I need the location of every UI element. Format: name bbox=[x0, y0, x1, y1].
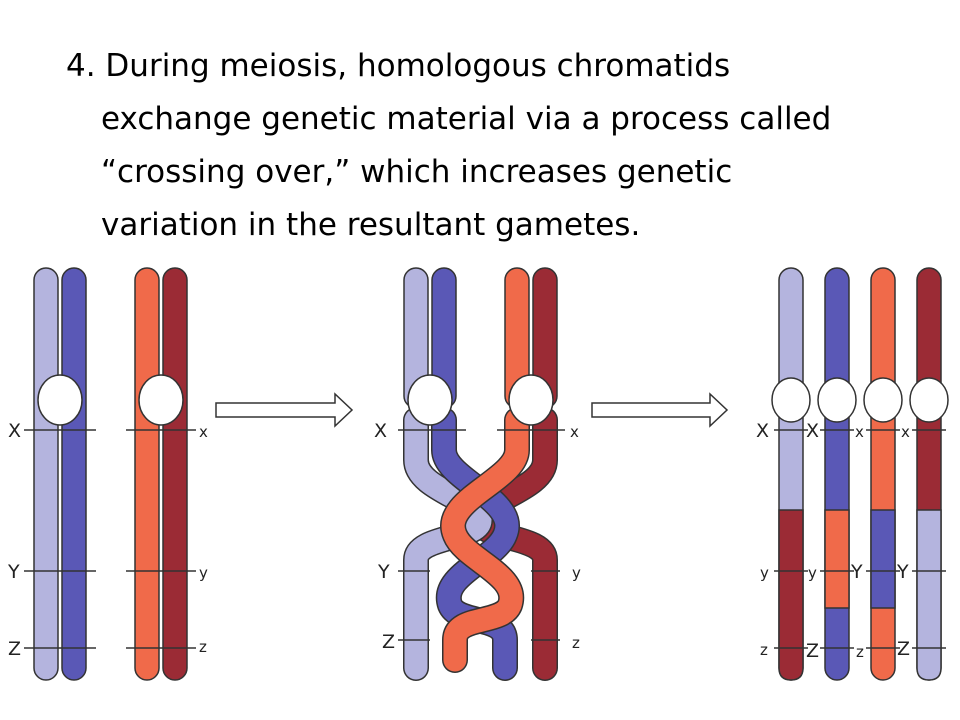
right-arrow-icon bbox=[591, 392, 729, 428]
centromere bbox=[508, 374, 554, 426]
chromatid-dark-red bbox=[162, 267, 188, 681]
text-line-3: “crossing over,” which increases genetic bbox=[101, 154, 733, 190]
gamete-chromatid-3 bbox=[870, 267, 896, 681]
right-arrow-icon bbox=[215, 392, 354, 428]
stage-before-crossing: X Y Z x y z bbox=[7, 267, 208, 681]
gene-loci-lines bbox=[24, 429, 196, 649]
centromere bbox=[863, 377, 903, 423]
centromere bbox=[407, 374, 453, 426]
label-y: y bbox=[572, 564, 581, 582]
text-line-1: 4. During meiosis, homologous chromatids bbox=[66, 48, 731, 84]
label-x: x bbox=[901, 423, 910, 441]
gamete-chromatid-2 bbox=[824, 267, 850, 681]
label-z: z bbox=[199, 638, 207, 656]
gamete-chromatid-1 bbox=[778, 267, 804, 681]
gamete-chromatid-4 bbox=[916, 267, 942, 681]
chromatid-orange bbox=[134, 267, 160, 681]
gene-loci-lines bbox=[774, 429, 946, 649]
centromere bbox=[37, 374, 83, 426]
label-y: y bbox=[199, 564, 208, 582]
label-Y: Y bbox=[7, 561, 20, 583]
centromere bbox=[138, 374, 184, 426]
slide-text: 4. During meiosis, homologous chromatids… bbox=[66, 40, 946, 252]
label-Z: Z bbox=[8, 638, 21, 660]
label-x: x bbox=[199, 423, 208, 441]
label-Y: Y bbox=[850, 561, 863, 583]
label-y: y bbox=[760, 564, 769, 582]
centromere bbox=[909, 377, 949, 423]
label-Y: Y bbox=[377, 561, 390, 583]
label-Y: Y bbox=[896, 561, 909, 583]
label-z: z bbox=[572, 634, 580, 652]
label-x: x bbox=[855, 423, 864, 441]
text-line-2: exchange genetic material via a process … bbox=[101, 101, 832, 137]
label-Z: Z bbox=[382, 631, 395, 653]
chromatid-light-blue bbox=[33, 267, 59, 681]
label-x: x bbox=[570, 423, 579, 441]
label-Z: Z bbox=[897, 638, 910, 660]
label-X: X bbox=[756, 420, 769, 442]
centromere bbox=[817, 377, 857, 423]
label-X: X bbox=[806, 420, 819, 442]
label-z: z bbox=[856, 643, 864, 661]
label-X: X bbox=[374, 420, 387, 442]
stage-crossing-over: X Y Z x y z bbox=[374, 267, 581, 681]
centromere bbox=[771, 377, 811, 423]
label-z: z bbox=[760, 641, 768, 659]
label-Z: Z bbox=[806, 640, 819, 662]
label-y: y bbox=[808, 564, 817, 582]
stage-resulting-chromatids: X X x x y y Y Y z Z z Z bbox=[756, 267, 949, 681]
gene-loci-lines bbox=[398, 429, 565, 641]
label-X: X bbox=[8, 420, 21, 442]
text-line-4: variation in the resultant gametes. bbox=[101, 207, 641, 243]
chromatid-dark-blue bbox=[61, 267, 87, 681]
